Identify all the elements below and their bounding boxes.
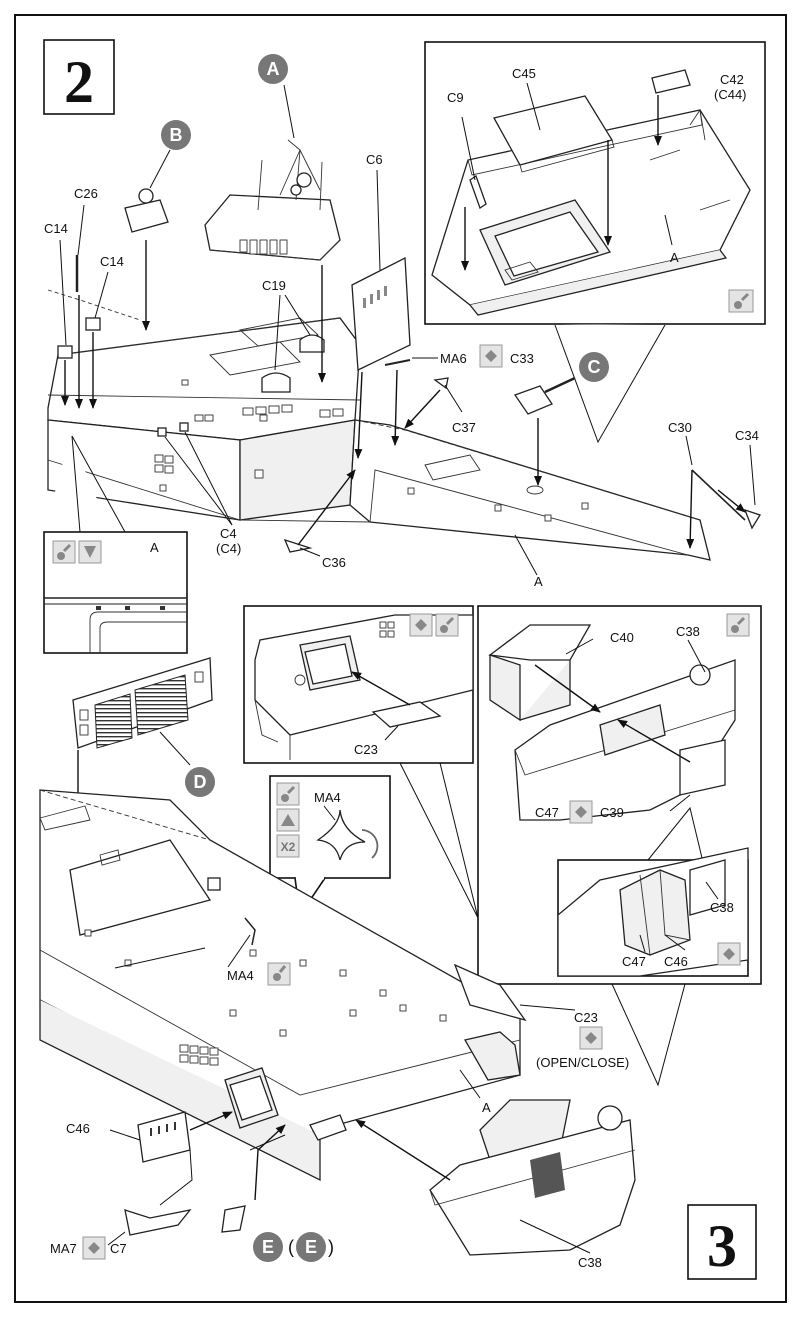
label-c33: C33: [510, 351, 534, 366]
svg-text:E: E: [262, 1237, 274, 1257]
up-icon: [276, 808, 300, 832]
label-c44: (C44): [714, 87, 747, 102]
label-c14-left: C14: [44, 221, 68, 236]
label-c6: C6: [366, 152, 383, 167]
cement-icon: [78, 540, 102, 564]
label-c42: C42: [720, 72, 744, 87]
subassembly-badge-e-paren: ( E ): [288, 1232, 334, 1262]
svg-text:X2: X2: [281, 840, 296, 854]
label-a-lower: A: [482, 1100, 491, 1115]
svg-text:A: A: [267, 59, 280, 79]
label-c23-inset: C23: [354, 742, 378, 757]
rotate-icon: [479, 344, 503, 368]
rotate-icon: [409, 613, 433, 637]
label-c46: C46: [66, 1121, 90, 1136]
svg-text:E: E: [305, 1237, 317, 1257]
step-3-number: 3: [707, 1213, 737, 1279]
label-c37: C37: [452, 420, 476, 435]
glue-icon: [728, 289, 754, 313]
label-c40: C40: [610, 630, 634, 645]
detail-inset-hatch: C23: [243, 605, 474, 764]
label-ma4-callout: MA4: [314, 790, 341, 805]
label-a-inset: A: [670, 250, 679, 265]
glue-icon: [52, 540, 76, 564]
label-c46-sub: C46: [664, 954, 688, 969]
label-c39: C39: [600, 805, 624, 820]
hatch-callout-tail: [399, 762, 479, 919]
side-panel-callout-tail: [611, 983, 686, 1087]
glue-icon: [267, 962, 291, 986]
label-c26: C26: [74, 186, 98, 201]
label-open-close: (OPEN/CLOSE): [536, 1055, 629, 1070]
rotate-icon: [717, 942, 741, 966]
label-c23: C23: [574, 1010, 598, 1025]
subassembly-badge-b: B: [161, 120, 191, 150]
step-2-number: 2: [64, 49, 94, 115]
glue-icon: [276, 782, 300, 806]
label-a-hull: A: [534, 574, 543, 589]
page-frame: [14, 14, 787, 1303]
label-c38-sub: C38: [710, 900, 734, 915]
x2-icon: X2: [276, 834, 300, 858]
label-ma6: MA6: [440, 351, 467, 366]
rotate-icon: [579, 1026, 603, 1050]
inset-callout-tail: [554, 324, 666, 444]
lower-parts: [107, 1111, 286, 1246]
svg-text:(: (: [288, 1237, 294, 1257]
label-a-detail: A: [150, 540, 159, 555]
rotate-icon: [569, 800, 593, 824]
svg-text:C: C: [588, 357, 601, 377]
glue-icon: [726, 613, 750, 637]
detail-inset-edge: A: [43, 435, 188, 654]
subassembly-badge-a: A: [258, 54, 288, 84]
label-c38: C38: [578, 1255, 602, 1270]
label-ma4: MA4: [227, 968, 254, 983]
label-c47-sub: C47: [622, 954, 646, 969]
label-c4-paren: (C4): [216, 541, 241, 556]
svg-text:D: D: [194, 772, 207, 792]
label-c34: C34: [735, 428, 759, 443]
label-c9: C9: [447, 90, 464, 105]
label-c7: C7: [110, 1241, 127, 1256]
step-3-box: 3: [687, 1204, 757, 1280]
label-c36: C36: [322, 555, 346, 570]
detail-inset-deck: C45 C42 (C44) C9 A: [424, 41, 766, 325]
label-c47: C47: [535, 805, 559, 820]
label-c19: C19: [262, 278, 286, 293]
subassembly-badge-c: C: [579, 352, 609, 382]
label-c30: C30: [668, 420, 692, 435]
label-c45: C45: [512, 66, 536, 81]
side-panel-c38: [355, 1099, 636, 1256]
rotate-icon: [82, 1236, 106, 1260]
step-2-box: 2: [43, 39, 115, 115]
subassembly-badge-e: E: [253, 1232, 283, 1262]
label-c38-inset: C38: [676, 624, 700, 639]
svg-text:B: B: [170, 125, 183, 145]
subassembly-badge-d: D: [185, 767, 215, 797]
detail-inset-side-panel: C40 C38 C47 C39 C38 C47 C46: [477, 605, 762, 985]
glue-icon: [435, 613, 459, 637]
label-ma7: MA7: [50, 1241, 77, 1256]
label-c14-mid: C14: [100, 254, 124, 269]
upper-hull-assembly: [47, 84, 761, 576]
svg-text:): ): [328, 1237, 334, 1257]
label-c4: C4: [220, 526, 237, 541]
